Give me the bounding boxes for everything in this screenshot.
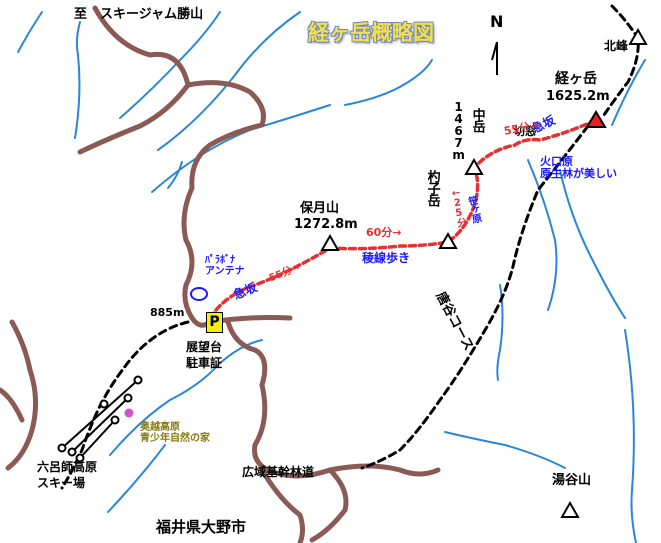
label-kirido: 切窓 <box>514 125 536 138</box>
road <box>77 5 191 155</box>
river <box>624 329 637 543</box>
river <box>74 21 81 139</box>
river <box>109 339 263 456</box>
label-nakadake: 中岳 <box>469 108 485 132</box>
label-kitamine: 北峰 <box>604 39 629 53</box>
road <box>0 387 25 423</box>
lower-course <box>60 320 190 490</box>
courses <box>60 4 640 490</box>
river <box>107 444 166 513</box>
river <box>167 161 183 189</box>
label-antenna: ﾊﾟﾗﾎﾞﾅ アンテナ <box>205 255 245 277</box>
river <box>496 284 504 381</box>
road <box>309 467 349 543</box>
river <box>444 431 566 469</box>
kyogatake-summit-icon <box>585 110 607 128</box>
trail-segment <box>208 118 598 320</box>
lift-station <box>99 399 109 409</box>
river <box>151 104 331 193</box>
label-kakogen: 火口原 原生林が美しい <box>540 155 617 180</box>
river <box>17 11 43 53</box>
label-kyogatake: 経ヶ岳 <box>555 71 597 87</box>
label-parking: 展望台 駐車証 <box>186 340 223 370</box>
karadani-course <box>360 124 590 470</box>
river <box>157 11 301 151</box>
north-ridge <box>600 4 640 120</box>
label-kyogatake-alt: 1625.2m <box>546 89 610 104</box>
ski-lifts <box>57 375 143 463</box>
road <box>5 319 38 471</box>
label-okuetsu: 奥越高原 青少年自然の家 <box>140 422 210 444</box>
lift-station <box>133 375 143 385</box>
label-ryosen: 稜線歩き <box>362 251 411 265</box>
main-trail <box>208 118 598 320</box>
label-time-60: 60分→ <box>366 226 402 239</box>
road <box>225 319 441 479</box>
label-yudaniyama: 湯谷山 <box>552 473 592 488</box>
label-rokuroshi: 六呂師高原 スキー場 <box>37 460 98 490</box>
road <box>181 80 293 328</box>
compass-arrow-icon <box>491 41 498 75</box>
shakushidake-peak-icon <box>438 231 458 249</box>
lift-station <box>57 443 67 453</box>
river <box>527 159 558 311</box>
antenna-marker <box>190 287 208 301</box>
nakadake-peak-icon <box>464 157 484 175</box>
nature-house-marker <box>123 407 135 419</box>
map-title: 経ヶ岳概略図 <box>308 21 434 45</box>
roads <box>0 5 441 543</box>
road <box>259 467 305 543</box>
label-alt-885: 885m <box>150 306 185 319</box>
hogetsuzan-peak-icon <box>320 233 340 251</box>
lift-station <box>67 447 77 457</box>
river <box>611 59 646 126</box>
peaks <box>320 27 648 518</box>
label-rindo: 広域基幹林道 <box>242 465 315 479</box>
river <box>119 11 221 119</box>
lift-station <box>123 393 133 403</box>
river <box>559 169 626 319</box>
parking-icon: P <box>206 312 223 333</box>
label-hogetsuzan-alt: 1272.8m <box>294 217 358 232</box>
compass-label: N <box>490 12 504 31</box>
river <box>344 59 433 106</box>
kitamine-peak-icon <box>628 27 648 45</box>
label-ono: 福井県大野市 <box>156 518 247 536</box>
lift-station <box>75 453 85 463</box>
label-ski-gym: 至 スキージャム勝山 <box>74 7 204 22</box>
lift-station <box>110 415 120 425</box>
yudaniyama-peak-icon <box>560 500 580 518</box>
label-nakadake-alt: 1467m <box>451 100 466 160</box>
label-hogetsuzan: 保月山 <box>300 201 340 216</box>
label-shakushidake: 杓子岳 <box>424 170 440 206</box>
